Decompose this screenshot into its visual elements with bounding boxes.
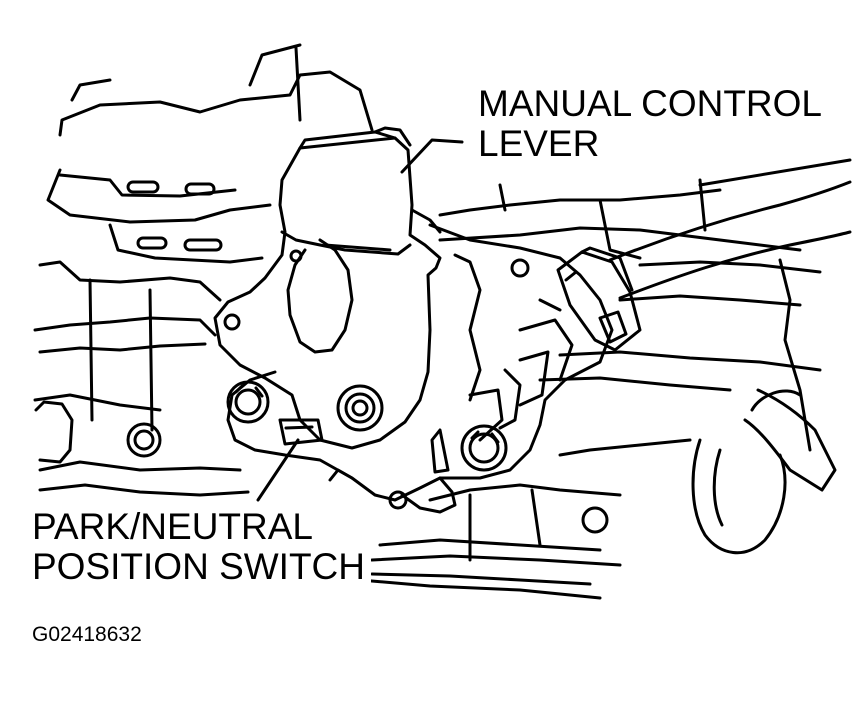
mounting-bolts bbox=[126, 380, 508, 482]
manual-control-lever-label-line2: LEVER bbox=[478, 122, 600, 164]
electrical-connector bbox=[556, 246, 642, 352]
leader-line-lever bbox=[400, 138, 464, 174]
manual-control-lever-label: MANUAL CONTROL LEVER bbox=[478, 84, 822, 164]
leader-line-switch bbox=[256, 438, 300, 502]
park-neutral-switch-label-line2: POSITION SWITCH bbox=[32, 545, 365, 587]
park-neutral-switch-label-line1: PARK/NEUTRAL bbox=[32, 506, 313, 547]
cable-harness bbox=[608, 158, 852, 555]
park-neutral-switch-label: PARK/NEUTRAL POSITION SWITCH bbox=[32, 507, 371, 587]
transmission-case-outline bbox=[33, 43, 822, 600]
manual-control-lever-label-line1: MANUAL CONTROL bbox=[478, 83, 823, 124]
manual-control-lever-shape bbox=[213, 126, 442, 450]
switch-body bbox=[226, 223, 614, 514]
figure-code: G02418632 bbox=[32, 623, 142, 646]
switch-tab bbox=[278, 418, 324, 446]
